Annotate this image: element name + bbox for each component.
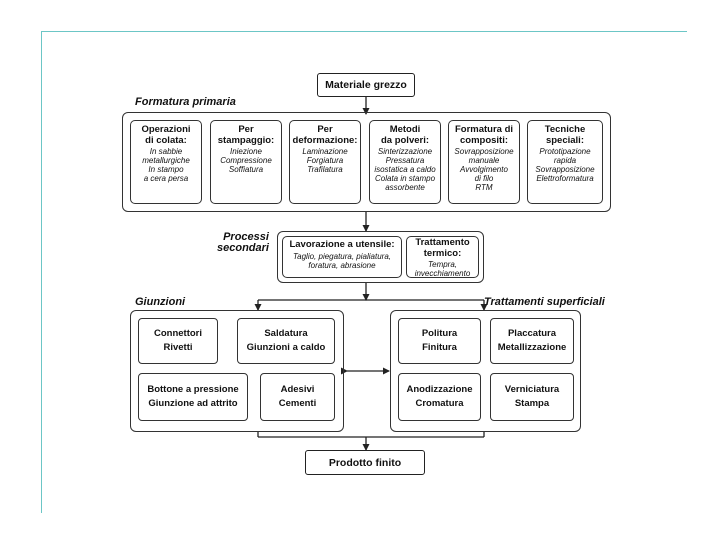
card-body: In sabbie metallurgiche In stampo a cera… [142,147,190,183]
card-title: Operazioni di colata: [141,124,191,146]
card-title: Metodi da polveri: [380,124,430,146]
processi-secondari-group [277,231,484,283]
item-connettori-rivetti: Connettori Rivetti [138,318,218,364]
card-operazioni-di-colata: Operazioni di colata: In sabbie metallur… [130,120,202,204]
card-body: Tempra, invecchiamento [414,260,471,278]
card-body: Iniezione Compressione Soffiatura [220,147,272,174]
raw-material-box: Materiale grezzo [317,73,415,97]
card-title: Lavorazione a utensile: [289,239,395,250]
card-body: Sovrapposizione manuale Avvolgimento di … [454,147,514,192]
card-title: Trattamento termico: [415,237,470,259]
item-verniciatura-stampa: Verniciatura Stampa [490,373,574,421]
card-lavorazione-a-utensile: Lavorazione a utensile: Taglio, piegatur… [282,236,402,278]
giunzioni-group [130,310,344,432]
card-metodi-da-polveri: Metodi da polveri: Sinterizzazione Press… [369,120,441,204]
item-saldatura-giunzioni: Saldatura Giunzioni a caldo [237,318,335,364]
card-title: Per deformazione: [292,124,358,146]
card-body: Sinterizzazione Pressatura isostatica a … [374,147,436,192]
formatura-primaria-title: Formatura primaria [135,96,236,108]
item-adesivi-cementi: Adesivi Cementi [260,373,335,421]
formatura-primaria-group [122,112,611,212]
giunzioni-title: Giunzioni [135,296,186,308]
raw-material-label: Materiale grezzo [325,79,407,91]
item-placcatura-metallizzazione: Placcatura Metallizzazione [490,318,574,364]
item-bottone-giunzione-attrito: Bottone a pressione Giunzione ad attrito [138,373,248,421]
card-title: Formatura di compositi: [454,124,514,146]
slide-accent-top-line [41,31,687,32]
trattamenti-superficiali-title: Trattamenti superficiali [484,296,605,308]
card-body: Taglio, piegatura, pialiatura, foratura,… [293,251,391,270]
card-body: Laminazione Forgiatura Trafilatura [302,147,348,174]
finished-product-label: Prodotto finito [328,456,402,469]
item-politura-finitura: Politura Finitura [398,318,481,364]
finished-product-box: Prodotto finito [305,450,425,475]
item-anodizzazione-cromatura: Anodizzazione Cromatura [398,373,481,421]
card-per-deformazione: Per deformazione: Laminazione Forgiatura… [289,120,361,204]
slide-accent-left-line [41,31,42,513]
trattamenti-superficiali-group [390,310,581,432]
card-formatura-di-compositi: Formatura di compositi: Sovrapposizione … [448,120,520,204]
card-body: Prototipazione rapida Sovrapposizione El… [535,147,595,183]
card-per-stampaggio: Per stampaggio: Iniezione Compressione S… [210,120,282,204]
processi-secondari-title: Processi secondari [217,231,269,254]
card-title: Tecniche speciali: [544,124,586,146]
card-trattamento-termico: Trattamento termico: Tempra, invecchiame… [406,236,479,278]
card-title: Per stampaggio: [217,124,275,146]
card-tecniche-speciali: Tecniche speciali: Prototipazione rapida… [527,120,603,204]
